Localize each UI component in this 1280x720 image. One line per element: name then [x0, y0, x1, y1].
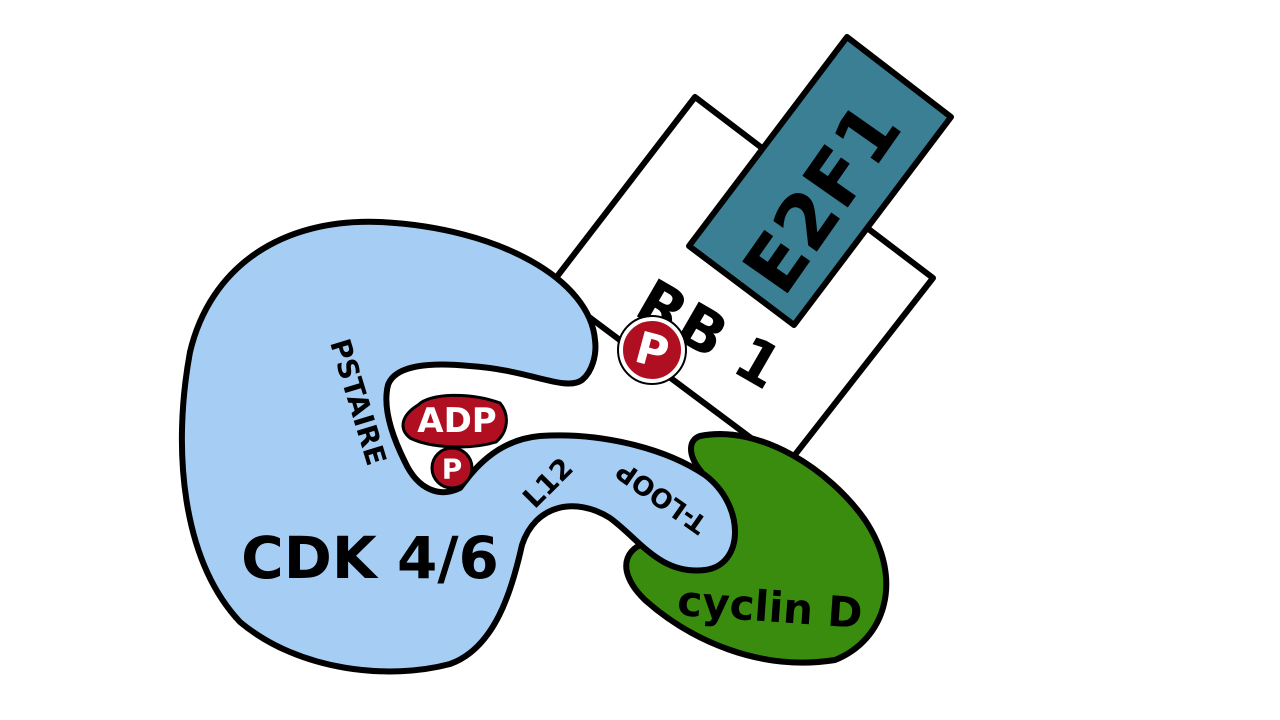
adp-shape — [401, 393, 508, 449]
cdk-label: CDK 4/6 — [241, 524, 499, 592]
cyclin-d-protein: cyclin D — [623, 431, 890, 666]
cdk-protein: CDK 4/6 PSTAIRE L12 T-LOOP — [178, 218, 738, 675]
e2f1-box — [686, 34, 954, 328]
adp-label: ADP — [417, 401, 496, 441]
adp-phosphate: P — [430, 446, 474, 490]
adp-molecule: ADP — [401, 393, 508, 449]
adp-phosphate-circle — [430, 446, 474, 490]
adp-phosphate-label: P — [442, 453, 463, 486]
rb1-phosphate-circle — [619, 317, 685, 383]
cdk-shape — [178, 218, 738, 675]
rb1-phosphate: P — [617, 315, 687, 385]
rb1-phosphate-outline — [617, 315, 687, 385]
